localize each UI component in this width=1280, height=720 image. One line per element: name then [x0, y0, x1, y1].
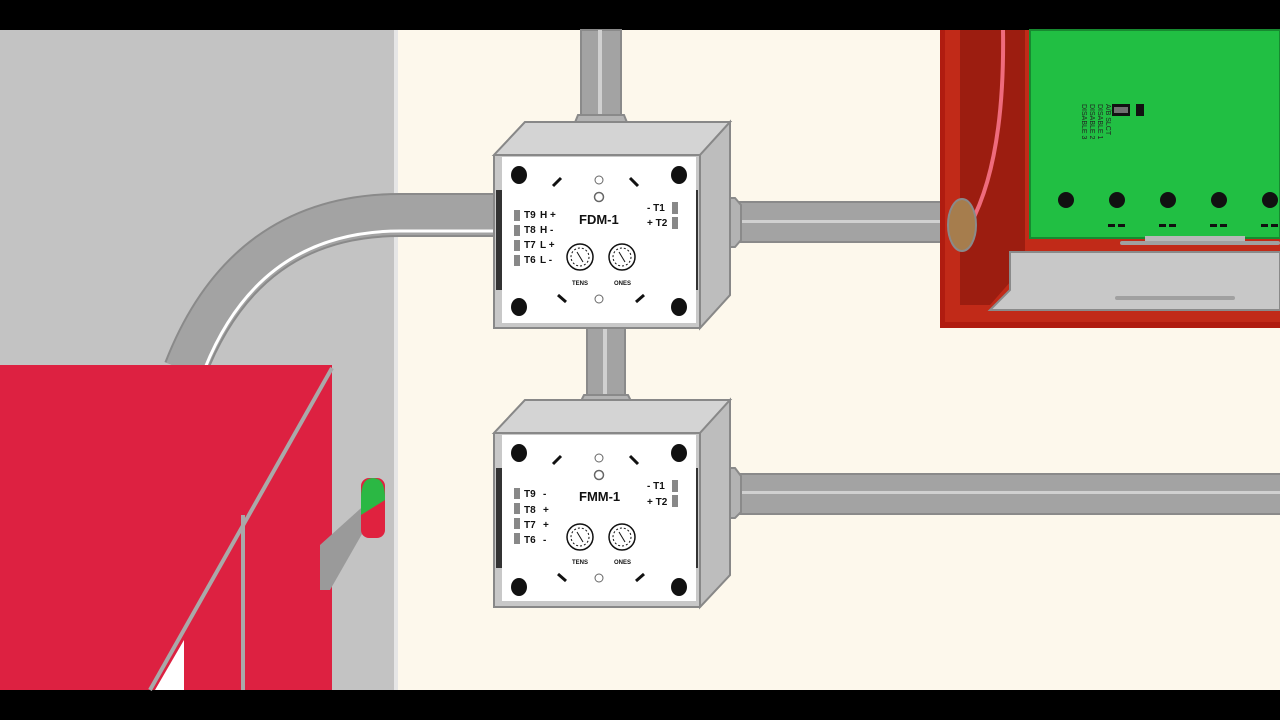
fmm-ones-dial[interactable]: [608, 523, 636, 551]
fdm-left-labels: T9 H + T8 H - T7 L + T6 L -: [524, 210, 556, 266]
fmm-ones-label: ONES: [614, 560, 631, 566]
fmm-terminal-blocks: [514, 480, 678, 544]
fmm-t7-pol: +: [543, 520, 549, 531]
wall-edge: [394, 30, 398, 690]
fdm-t1: - T1: [647, 203, 665, 214]
fdm-t7-pol: L +: [540, 240, 555, 251]
fdm-t7: T7: [524, 240, 536, 251]
pull-station: [0, 365, 385, 691]
fmm-t2: + T2: [647, 497, 668, 508]
fmm-tens-label: TENS: [572, 560, 588, 566]
fmm-t1: - T1: [647, 481, 665, 492]
fdm-tens-label: TENS: [572, 281, 588, 287]
board-label-2: DISABLE 1: [1096, 104, 1103, 140]
fdm-right-labels: - T1 + T2: [647, 203, 668, 229]
handle-indicator: [361, 478, 385, 515]
fmm-t9-pol: -: [543, 489, 546, 500]
conduit-curve-left: [164, 193, 500, 379]
board-terminals: [1058, 192, 1278, 227]
letterbox-top: [0, 0, 1280, 30]
triangle-highlight: [155, 640, 184, 690]
fdm-terminal-blocks: [514, 202, 678, 266]
jumper[interactable]: [1136, 104, 1144, 116]
fdm-t2: + T2: [647, 218, 668, 229]
fmm-t8-pol: +: [543, 505, 549, 516]
fdm-t8-pol: H -: [540, 225, 553, 236]
board-label-4: DISABLE 3: [1080, 104, 1087, 140]
fmm-left-labels: T9 - T8 + T7 + T6 -: [524, 489, 549, 546]
knockout: [947, 198, 977, 252]
dip-switch[interactable]: [1112, 104, 1130, 116]
fmm-t7: T7: [524, 520, 536, 531]
fmm-t9: T9: [524, 489, 536, 500]
fmm-t6: T6: [524, 535, 536, 546]
fmm-t8: T8: [524, 505, 536, 516]
fdm-t9-pol: H +: [540, 210, 556, 221]
fdm-t9: T9: [524, 210, 536, 221]
fdm-module: FDM-1 T9 H + T8 H - T7 L + T6 L - - T1 +…: [491, 119, 733, 331]
fmm-right-labels: - T1 + T2: [647, 481, 668, 508]
fmm-t6-pol: -: [543, 535, 546, 546]
fdm-ones-label: ONES: [614, 281, 631, 287]
fdm-mount-screws: [511, 166, 687, 316]
fdm-title: FDM-1: [579, 212, 619, 227]
fmm-module: FMM-1 T9 - T8 + T7 + T6 - - T1 + T2 TENS…: [491, 397, 733, 610]
fmm-tens-dial[interactable]: [566, 523, 594, 551]
fmm-mount-screws: [511, 444, 687, 596]
board-tray: [987, 251, 1280, 311]
conduit-fmm-right: [705, 467, 1280, 519]
fdm-t6-pol: L -: [540, 255, 552, 266]
fdm-t6: T6: [524, 255, 536, 266]
control-panel: A/B SLCT DISABLE 1 DISABLE 2 DISABLE 3: [940, 29, 1280, 328]
board-label-3: DISABLE 2: [1088, 104, 1095, 140]
fmm-title: FMM-1: [579, 489, 620, 504]
signal-wire: [968, 29, 1006, 226]
fdm-ones-dial[interactable]: [608, 243, 636, 271]
fdm-t8: T8: [524, 225, 536, 236]
board-label-1: A/B SLCT: [1104, 104, 1111, 136]
letterbox-bottom: [0, 690, 1280, 720]
board-labels: A/B SLCT DISABLE 1 DISABLE 2 DISABLE 3: [1080, 104, 1111, 140]
fdm-tens-dial[interactable]: [566, 243, 594, 271]
conduit-to-panel: [705, 197, 946, 248]
